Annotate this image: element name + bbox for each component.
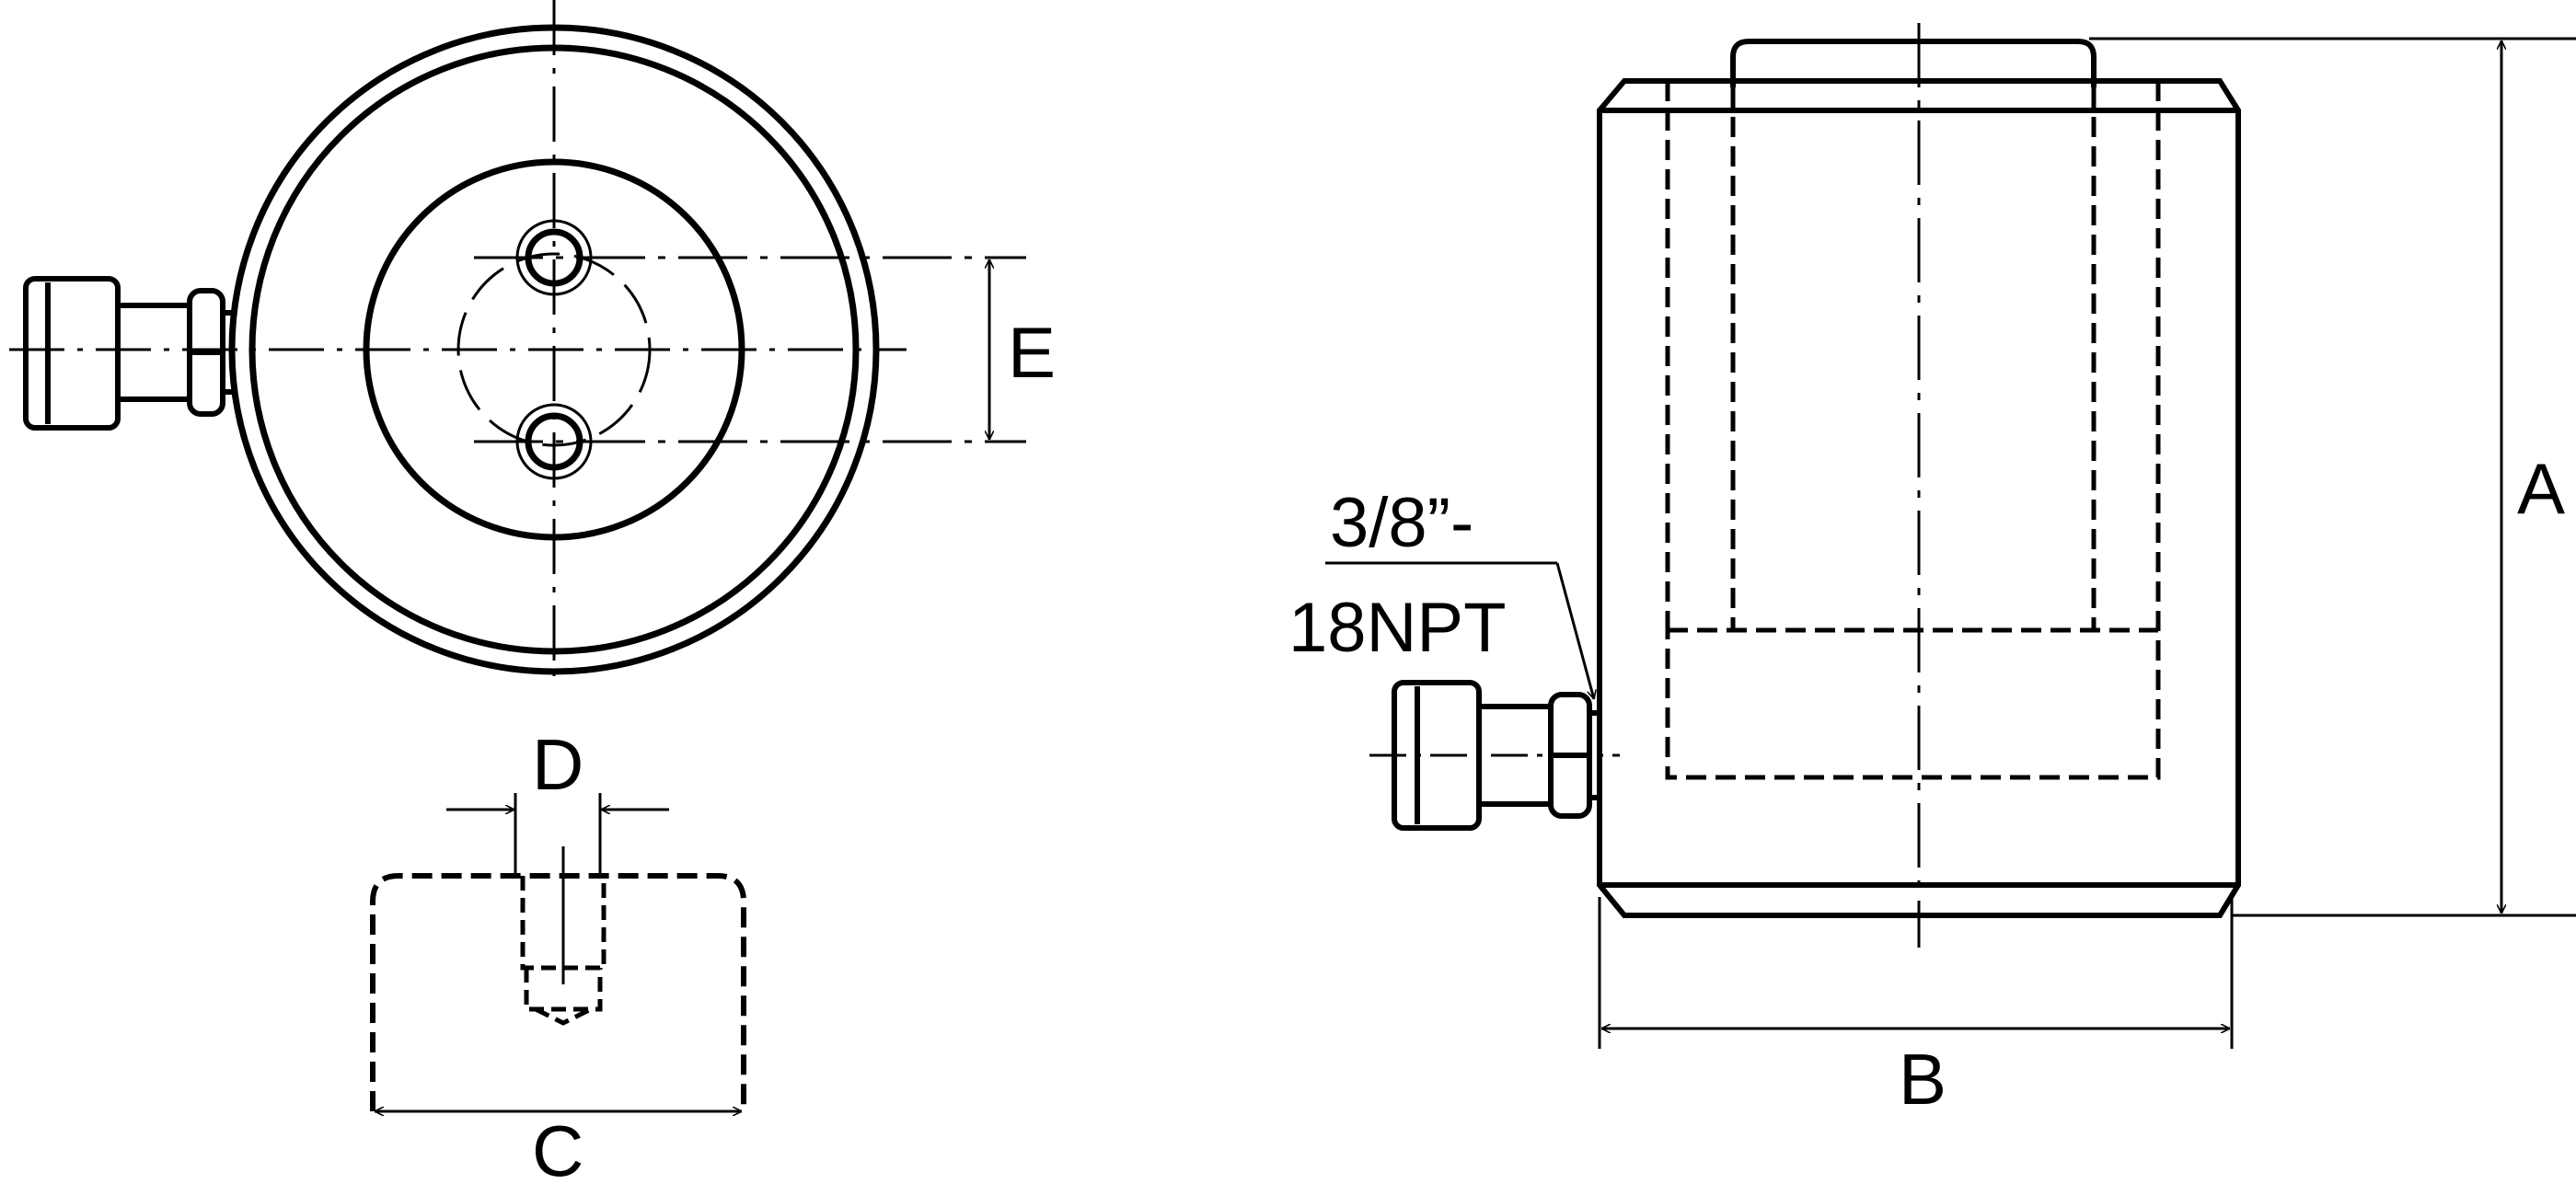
cylinder-outer-circle [228, 24, 880, 675]
top-view [9, 0, 1026, 676]
plunger-circle [363, 158, 745, 541]
dimension-label-d: D [532, 724, 583, 805]
dimension-label-b: B [1899, 1039, 1946, 1120]
cylinder-body-outline [1597, 78, 2241, 918]
port-thread-label-line2: 18NPT [1288, 589, 1507, 667]
hydraulic-coupler-top-view [23, 276, 236, 431]
dimension-label-c: C [532, 1110, 583, 1184]
dimension-label-e: E [1008, 312, 1056, 393]
dimension-label-a: A [2517, 448, 2565, 529]
side-view [1325, 23, 2576, 1049]
port-thread-label-line1: 3/8”- [1330, 484, 1473, 562]
saddle-detail-view [370, 793, 746, 1111]
plunger-top [1730, 39, 2097, 87]
bolt-circle [456, 252, 652, 447]
cylinder-inner-circle [248, 44, 860, 655]
port-thread-leader [1555, 562, 1594, 699]
saddle-outline-dashed [370, 873, 746, 1111]
piston-hidden [1665, 627, 2161, 780]
